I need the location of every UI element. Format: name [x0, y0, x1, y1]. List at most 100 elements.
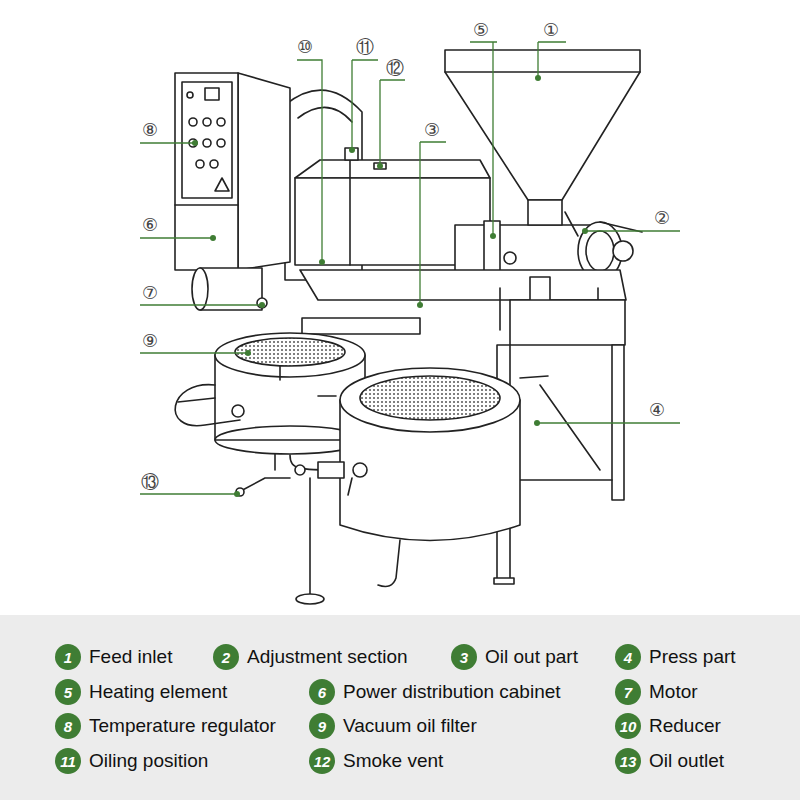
key-number: 10 — [615, 713, 641, 739]
callout-number: ⑥ — [142, 214, 158, 235]
part-name: Power distribution cabinet — [343, 682, 561, 703]
leader-dot — [534, 420, 540, 426]
legend-band — [0, 615, 800, 800]
barrel-bolt — [504, 252, 516, 264]
part-name: Motor — [649, 682, 698, 703]
motor-body — [200, 268, 262, 310]
callout-marker: ⑨ — [141, 332, 159, 350]
key-number: 8 — [55, 713, 81, 739]
key-number: 5 — [55, 679, 81, 705]
key-number: 2 — [213, 644, 239, 670]
callout-number: ⑬ — [141, 471, 159, 492]
callout-number: ⑦ — [142, 282, 158, 303]
leader-line — [470, 42, 497, 236]
leader-lines — [140, 42, 680, 494]
hopper-rim — [445, 71, 640, 73]
cabinet-side — [238, 73, 290, 270]
key-number: 9 — [309, 713, 335, 739]
part-name: Temperature regulator — [89, 716, 276, 737]
panel-knob — [217, 118, 225, 126]
leader-dot — [417, 302, 423, 308]
panel-knob — [203, 118, 211, 126]
key-badge: 4Press part — [615, 644, 641, 670]
part-name: Heating element — [89, 682, 227, 703]
valve — [295, 465, 305, 475]
panel-knob — [196, 160, 204, 168]
callout-number: ④ — [649, 399, 665, 420]
leader-dot — [259, 302, 265, 308]
hood-top — [295, 160, 490, 178]
display-window — [205, 88, 219, 100]
motor-shaft — [257, 298, 267, 308]
oil-outlet-pipe — [237, 478, 290, 493]
leader-dot — [582, 228, 588, 234]
key-badge: 2Adjustment section — [213, 644, 239, 670]
callout-number: ⑪ — [356, 36, 374, 57]
table-top — [300, 270, 626, 300]
adjust-wheel-rim — [586, 231, 614, 271]
panel-knob — [189, 118, 197, 126]
key-badge: 12Smoke vent — [309, 748, 335, 774]
leader-dot — [234, 491, 240, 497]
part-name: Feed inlet — [89, 647, 172, 668]
frame-bar — [510, 479, 612, 481]
oiling-cup — [345, 148, 358, 160]
tank-handle — [520, 376, 548, 378]
panel-knob — [203, 139, 211, 147]
smoke-vent — [374, 163, 386, 169]
callout-marker: ② — [653, 209, 671, 227]
callout-marker: ③ — [423, 121, 441, 139]
panel-knob — [217, 139, 225, 147]
leader-dot — [349, 147, 355, 153]
cabinet-seam — [175, 204, 238, 206]
support-pole — [499, 288, 501, 330]
machine-drawing — [175, 50, 642, 604]
feed-hopper — [445, 50, 640, 200]
callout-number: ⑨ — [142, 330, 158, 351]
callout-number: ⑤ — [473, 19, 489, 40]
cabinet-front — [175, 73, 238, 270]
callout-number: ① — [543, 19, 559, 40]
key-number: 6 — [309, 679, 335, 705]
leader-line — [297, 60, 322, 262]
leader-line — [538, 42, 566, 78]
leader-line — [537, 422, 680, 423]
frame-foot — [494, 578, 514, 584]
part-name: Adjustment section — [247, 647, 408, 668]
key-badge: 8Temperature regulator — [55, 713, 81, 739]
valve-body — [318, 462, 344, 478]
callout-number: ⑫ — [386, 57, 404, 78]
leader-line — [140, 493, 237, 494]
callout-marker: ④ — [648, 401, 666, 419]
key-number: 3 — [451, 644, 477, 670]
filter-mesh — [235, 338, 345, 366]
callout-number: ⑩ — [297, 36, 313, 57]
part-name: Vacuum oil filter — [343, 716, 477, 737]
warning-sign — [215, 178, 229, 191]
filter-mesh — [360, 376, 500, 420]
frame-face — [510, 300, 625, 345]
callout-marker: ⑦ — [141, 284, 159, 302]
valve-lever — [178, 398, 215, 402]
tank-top — [340, 368, 520, 432]
key-badge: 3Oil out part — [451, 644, 477, 670]
leader-dot — [192, 140, 198, 146]
callout-marker: ⑤ — [472, 21, 490, 39]
leader-line — [140, 304, 262, 305]
stand-foot — [296, 594, 324, 604]
key-badge: 7Motor — [615, 679, 641, 705]
leader-dot — [210, 235, 216, 241]
valve-lever — [348, 478, 352, 495]
leader-dot — [377, 163, 383, 169]
key-badge: 11Oiling position — [55, 748, 81, 774]
leader-dot — [245, 350, 251, 356]
tank-handle — [318, 395, 336, 397]
vacuum-stand — [309, 478, 311, 594]
callout-marker: ⑬ — [140, 473, 160, 491]
key-number: 7 — [615, 679, 641, 705]
leader-line — [585, 230, 680, 231]
tank-top — [215, 333, 365, 377]
callout-number: ② — [654, 207, 670, 228]
